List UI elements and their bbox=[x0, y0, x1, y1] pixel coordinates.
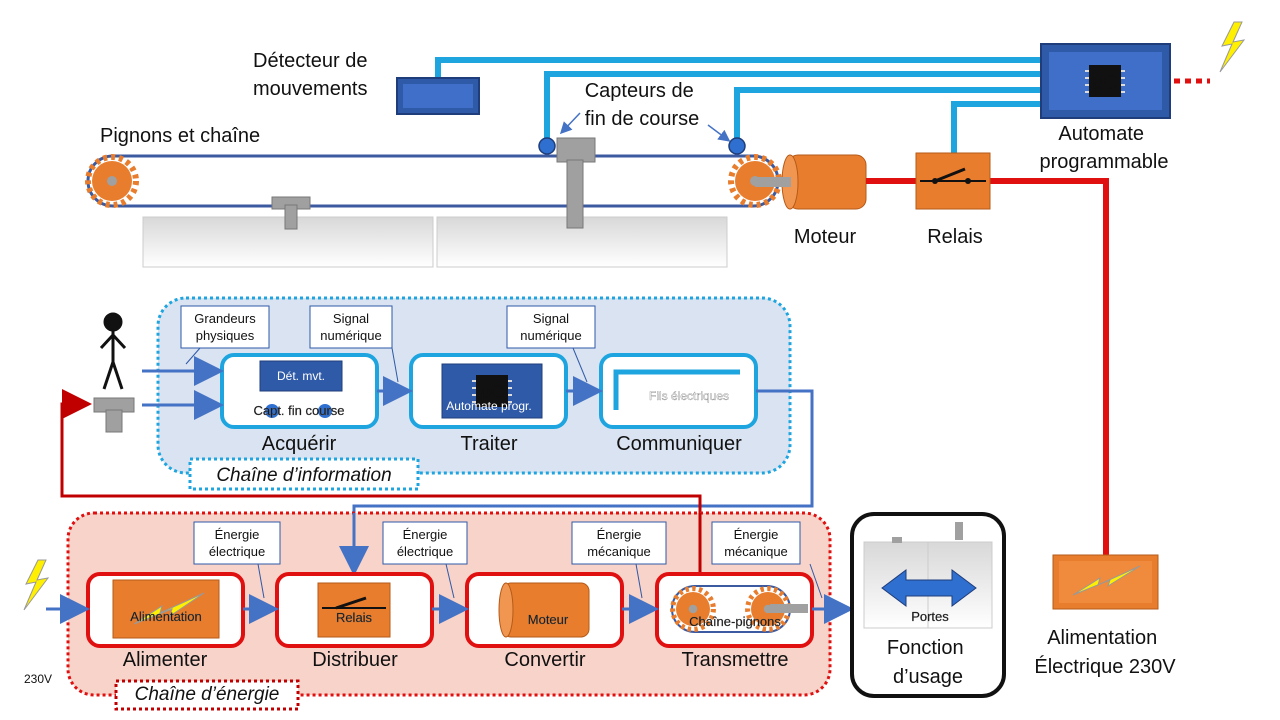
svg-text:Automate progr.: Automate progr. bbox=[446, 399, 531, 413]
block-process: µC Automate progr. bbox=[409, 353, 568, 429]
usage-function-label: Fonction d’usage bbox=[887, 637, 969, 688]
svg-text:Capt. fin course: Capt. fin course bbox=[253, 403, 344, 418]
limit-sensors-label: Capteurs de fin de course bbox=[585, 80, 700, 130]
lightning-input-icon bbox=[23, 559, 49, 611]
block-process-label: Traiter bbox=[460, 433, 517, 455]
svg-text:µC: µC bbox=[1092, 72, 1118, 94]
svg-text:Chaîne-pignons: Chaîne-pignons bbox=[689, 614, 781, 629]
svg-text:Fils électriques: Fils électriques bbox=[649, 389, 729, 403]
block-supply-label: Alimenter bbox=[123, 649, 208, 671]
door-attachment-icon bbox=[93, 397, 135, 433]
info-chain-title: Chaîne d’information bbox=[216, 465, 391, 486]
svg-text:Moteur: Moteur bbox=[528, 612, 569, 627]
open-doors-arrow-icon bbox=[881, 569, 977, 607]
door-attachment-left bbox=[271, 196, 311, 230]
chain bbox=[86, 154, 780, 208]
svg-text:Dét. mvt.: Dét. mvt. bbox=[277, 369, 325, 383]
plc-label: Automate programmable bbox=[1040, 123, 1169, 173]
block-acquire: Dét. mvt. Capt. fin course bbox=[220, 353, 379, 429]
relay-top bbox=[915, 152, 991, 210]
limit-sensor-left bbox=[538, 137, 556, 155]
voltage-label: 230V bbox=[24, 672, 52, 686]
motor-label: Moteur bbox=[794, 226, 857, 248]
svg-text:Relais: Relais bbox=[336, 610, 373, 625]
block-communicate-label: Communiquer bbox=[616, 433, 742, 455]
svg-text:Portes: Portes bbox=[911, 609, 949, 624]
block-convert-label: Convertir bbox=[504, 649, 585, 671]
svg-text:µC: µC bbox=[480, 382, 503, 402]
limit-sensor-right bbox=[728, 137, 746, 155]
block-convert: Moteur bbox=[465, 572, 624, 648]
power-supply-label: Alimentation Électrique 230V bbox=[1034, 627, 1176, 678]
block-transmit: Chaîne-pignons bbox=[655, 572, 814, 648]
power-wires bbox=[866, 178, 1109, 555]
block-transmit-label: Transmettre bbox=[681, 649, 788, 671]
info-chain-title-box bbox=[188, 457, 420, 491]
block-distribute-label: Distribuer bbox=[312, 649, 398, 671]
plc: µC bbox=[1040, 43, 1171, 119]
energy-chain-title-box bbox=[114, 679, 300, 711]
sensor-wires bbox=[435, 57, 1045, 158]
motion-detector bbox=[396, 77, 480, 115]
relay-label: Relais bbox=[927, 226, 983, 248]
block-communicate: Fils électriques bbox=[599, 353, 758, 429]
sprockets-label: Pignons et chaîne bbox=[100, 125, 260, 147]
door-panels bbox=[142, 216, 728, 268]
block-acquire-label: Acquérir bbox=[262, 433, 337, 455]
person-icon bbox=[99, 312, 127, 390]
energy-chain-title: Chaîne d’énergie bbox=[135, 684, 280, 705]
door-attachment-right bbox=[556, 137, 596, 229]
motion-detector-label: Détecteur de mouvements bbox=[253, 50, 373, 100]
lightning-icon bbox=[1219, 21, 1245, 73]
motor-top bbox=[755, 154, 867, 210]
block-supply: Alimentation bbox=[86, 572, 245, 648]
block-distribute: Relais bbox=[275, 572, 434, 648]
usage-function-box: Portes bbox=[850, 512, 1006, 698]
svg-text:Alimentation: Alimentation bbox=[130, 609, 202, 624]
power-supply bbox=[1052, 554, 1159, 610]
